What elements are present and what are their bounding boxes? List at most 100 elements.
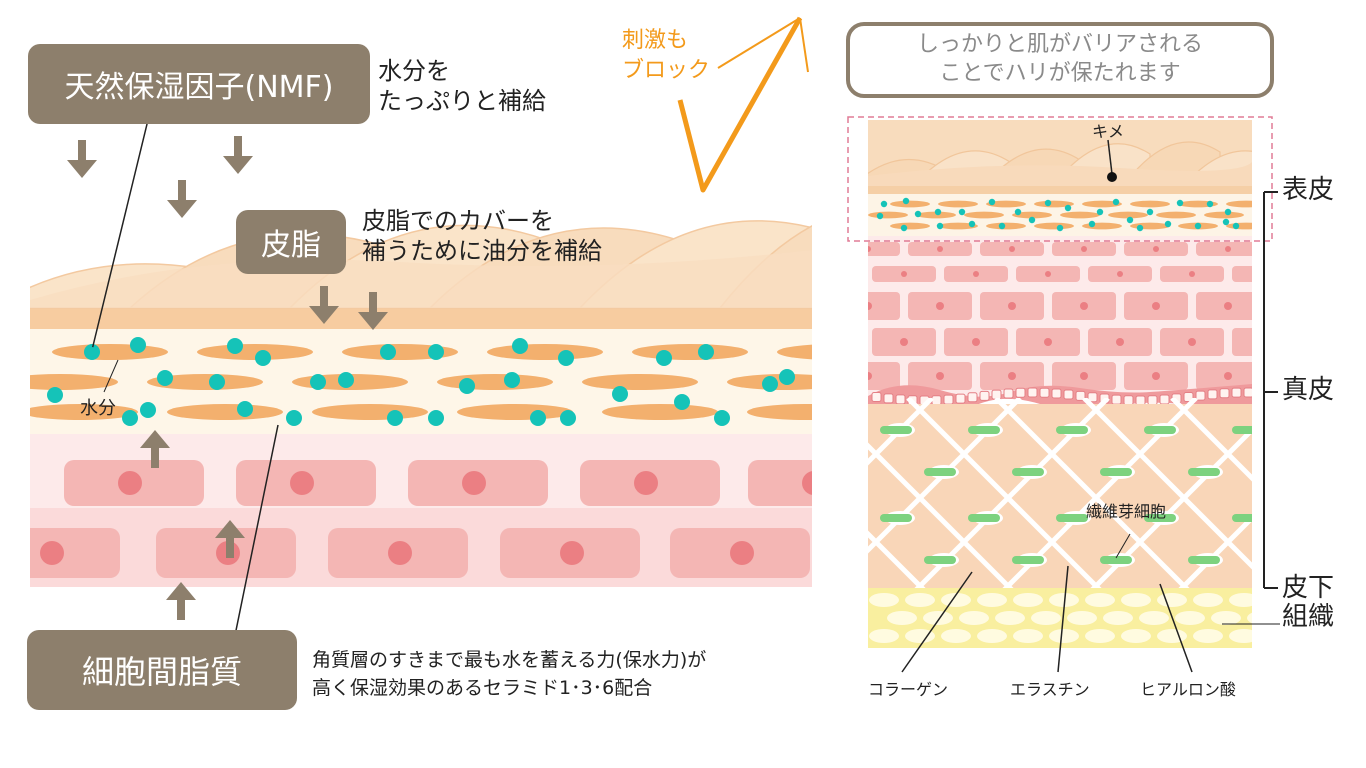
skin-wave (868, 162, 1252, 190)
down-arrow-icon (223, 136, 253, 174)
elastin-fiber (1056, 514, 1088, 522)
water-label: 水分 (80, 398, 116, 419)
water-dot (914, 210, 922, 218)
fat-cell (1193, 629, 1223, 643)
nmf-desc-line: たっぷりと補給 (378, 87, 546, 115)
water-dot (560, 410, 576, 426)
cell-nucleus (1008, 302, 1016, 310)
cell-nucleus (1225, 246, 1231, 252)
elastin-fiber (1232, 514, 1252, 522)
membrane-cell (1027, 387, 1038, 398)
water-dot (530, 410, 546, 426)
hyaluronic-label: ヒアルロン酸 (1140, 680, 1236, 699)
nmf-label: 天然保湿因子(NMF) (28, 44, 370, 124)
cell-nucleus (118, 471, 142, 495)
cell-nucleus (1152, 372, 1160, 380)
water-dot (698, 344, 714, 360)
lipid-ellipse (582, 374, 698, 390)
membrane-cell (931, 395, 942, 406)
water-dot (428, 410, 444, 426)
elastin-fiber (1012, 468, 1044, 476)
water-dot (1088, 220, 1096, 228)
water-dot (779, 369, 795, 385)
intercellular-lipid-label: 細胞間脂質 (27, 630, 297, 710)
arrow-head (223, 156, 253, 174)
membrane-cell (979, 390, 990, 401)
down-arrow-icon (167, 180, 197, 218)
membrane-cell (1003, 388, 1014, 399)
up-arrow-icon (166, 582, 196, 620)
water-dot (714, 410, 730, 426)
fat-cell (1211, 611, 1241, 625)
cell-nucleus (868, 246, 871, 252)
water-dot (558, 350, 574, 366)
arrow-head (358, 312, 388, 330)
membrane-cell (943, 394, 954, 405)
fat-cell (869, 593, 899, 607)
fat-cell (1121, 629, 1151, 643)
fat-cell (887, 611, 917, 625)
sebum-description: 皮脂でのカバーを 補うために油分を補給 (362, 206, 602, 266)
nmf-desc-line: 水分を (378, 57, 450, 85)
arrow-head (67, 160, 97, 178)
water-dot (1028, 216, 1036, 224)
membrane-cell (1183, 392, 1194, 403)
fat-cell (923, 611, 953, 625)
surface-band (30, 305, 812, 329)
lipid-ellipse (632, 344, 748, 360)
fat-cell (905, 629, 935, 643)
lipid-ellipse (747, 404, 812, 420)
water-dot (1194, 222, 1202, 230)
lipid-ellipse (167, 404, 283, 420)
cell (30, 528, 120, 578)
cell-nucleus (1008, 372, 1016, 380)
water-dot (958, 208, 966, 216)
cell-nucleus (290, 471, 314, 495)
fat-cell (1031, 611, 1061, 625)
lipid-description: 角質層のすきまで最も水を蓄える力(保水力)が 高く保湿効果のあるセラミド1･3･… (312, 647, 706, 702)
cell-nucleus (1224, 302, 1232, 310)
down-arrow-icon (309, 286, 339, 324)
elastin-fiber (1144, 514, 1176, 522)
cell-nucleus (900, 338, 908, 346)
membrane-cell (1231, 387, 1242, 398)
elastin-fiber (1232, 426, 1252, 434)
water-dot (1064, 204, 1072, 212)
cell-nucleus (1152, 302, 1160, 310)
water-dot (1056, 224, 1064, 232)
membrane-cell (1039, 387, 1050, 398)
stimulus-block-mark (677, 16, 809, 193)
elastin-fiber (1056, 426, 1088, 434)
cell-nucleus (730, 541, 754, 565)
arrow-shaft (151, 444, 159, 468)
membrane-cell (991, 389, 1002, 400)
lipid-ellipse (52, 344, 168, 360)
arrow-shaft (226, 534, 234, 558)
cell-nucleus (1153, 246, 1159, 252)
fibroblast-pointer-line (1115, 533, 1131, 559)
lipid-ellipse (986, 200, 1026, 208)
lipid-ellipse (1130, 222, 1170, 230)
lipid-desc-line: 高く保湿効果のあるセラミド1･3･6配合 (312, 676, 653, 699)
lipid-desc-line: 角質層のすきまで最も水を蓄える力(保水力)が (312, 649, 707, 671)
sebum-desc-line: 皮脂でのカバーを (362, 207, 554, 235)
cell-nucleus (1116, 338, 1124, 346)
lipid-ellipse (1082, 200, 1122, 208)
membrane-cell (1063, 389, 1074, 400)
membrane-cell (967, 392, 978, 403)
cell-nucleus (1080, 302, 1088, 310)
fat-cell-group (869, 593, 1252, 643)
membrane-cell (1123, 395, 1134, 406)
collagen-fiber (1170, 398, 1252, 482)
fat-cell (1157, 593, 1187, 607)
nmf-description: 水分を たっぷりと補給 (378, 56, 546, 116)
fat-cell (1247, 612, 1252, 624)
arrow-head (140, 430, 170, 448)
fat-cell (1103, 611, 1133, 625)
cell-nucleus (1080, 372, 1088, 380)
lipid-ellipse (938, 222, 978, 230)
lipid-ellipse (147, 374, 263, 390)
collagen-fiber (1260, 398, 1366, 598)
water-dot (762, 376, 778, 392)
